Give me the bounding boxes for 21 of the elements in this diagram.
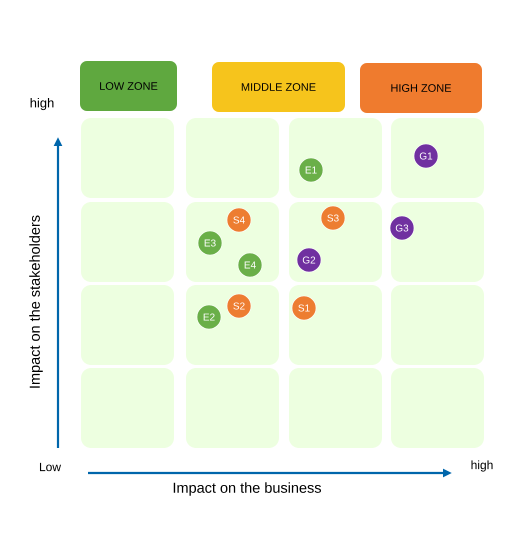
grid-cell bbox=[391, 202, 484, 282]
axis-end-label: high bbox=[471, 460, 493, 472]
grid-cell bbox=[289, 368, 382, 448]
zone-box: MIDDLE ZONE bbox=[212, 62, 345, 112]
grid-cell bbox=[81, 285, 174, 365]
grid-cell bbox=[186, 118, 279, 198]
grid-cell bbox=[186, 368, 279, 448]
axis-end-label: Low bbox=[40, 462, 62, 472]
zone-box: LOW ZONE bbox=[80, 61, 177, 111]
axis-title: Impact on the stakeholders bbox=[29, 216, 43, 388]
grid-cell bbox=[81, 118, 174, 198]
axis-title: Impact on the business bbox=[174, 482, 321, 496]
grid-cell bbox=[391, 285, 484, 365]
zone-box: HIGH ZONE bbox=[360, 63, 482, 113]
axis-end-label: high bbox=[30, 98, 54, 110]
grid-cell bbox=[81, 202, 174, 282]
grid-cell bbox=[391, 118, 484, 198]
grid-cell bbox=[289, 285, 382, 365]
grid-cell bbox=[81, 368, 174, 448]
grid-cell bbox=[391, 368, 484, 448]
grid-cell bbox=[289, 118, 382, 198]
